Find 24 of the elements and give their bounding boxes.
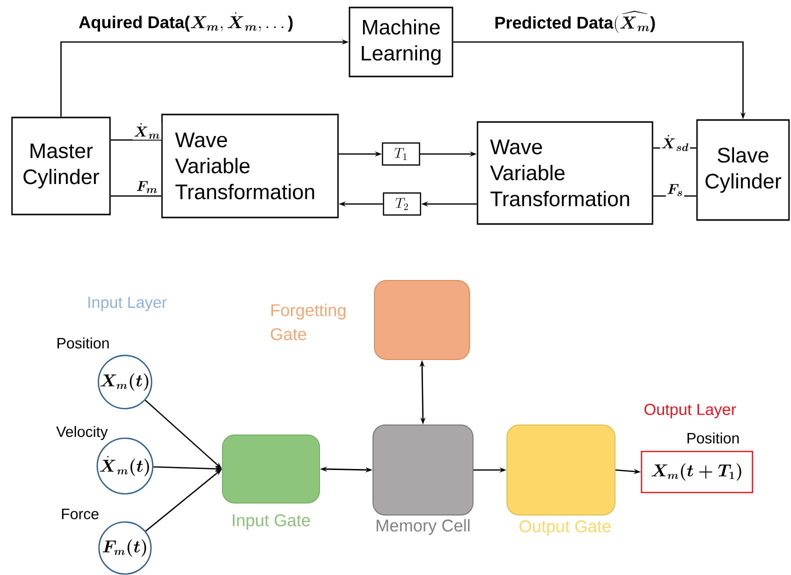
- input-name: Force: [62, 508, 98, 520]
- process-box: Wave Variable Transformation: [161, 114, 339, 218]
- signal-label: $\dot{\boldsymbol{X}}_{\boldsymbol{sd}}$: [660, 134, 690, 152]
- edge-label: $\textbf{Aquired Data(}\boldsymbol{X_m}, \dot{\boldsymbol{X}}_{\boldsymbol{m}}, \ldots\textbf{)}$: [78, 11, 294, 33]
- gate-label: Forgetting Gate: [270, 304, 346, 340]
- process-box: Wave Variable Transformation: [476, 121, 654, 225]
- gate-label: Input Gate: [232, 514, 310, 530]
- layer-label: Output Layer: [644, 404, 736, 418]
- input-name: Position: [58, 338, 109, 348]
- process-box: Master Cylinder: [11, 116, 111, 216]
- signal-label: $\boldsymbol{F_s}$: [666, 182, 684, 198]
- signal-label: $\boldsymbol{F_m}$: [135, 180, 159, 194]
- gate-label: Output Gate: [520, 520, 611, 536]
- edge-label: $\textbf{Predicted Data}(\widehat{\boldsymbol{X}_{\boldsymbol{m}}}\textbf{)}$: [493, 10, 657, 34]
- process-box: Slave Cylinder: [696, 119, 790, 221]
- output-name: Position: [688, 432, 739, 444]
- delay-box: $T_2$: [382, 192, 422, 216]
- delay-box: $T_1$: [382, 142, 420, 166]
- output-box: $\boldsymbol{X_m(t+T_1)}$: [640, 450, 754, 494]
- signal-label: $\dot{\boldsymbol{X}}_{\boldsymbol{m}}$: [132, 122, 162, 140]
- gate-label: Memory Cell: [376, 519, 470, 535]
- input-name: Velocity: [56, 426, 108, 440]
- layer-label: Input Layer: [88, 296, 167, 312]
- process-box: Machine Learning: [348, 6, 454, 78]
